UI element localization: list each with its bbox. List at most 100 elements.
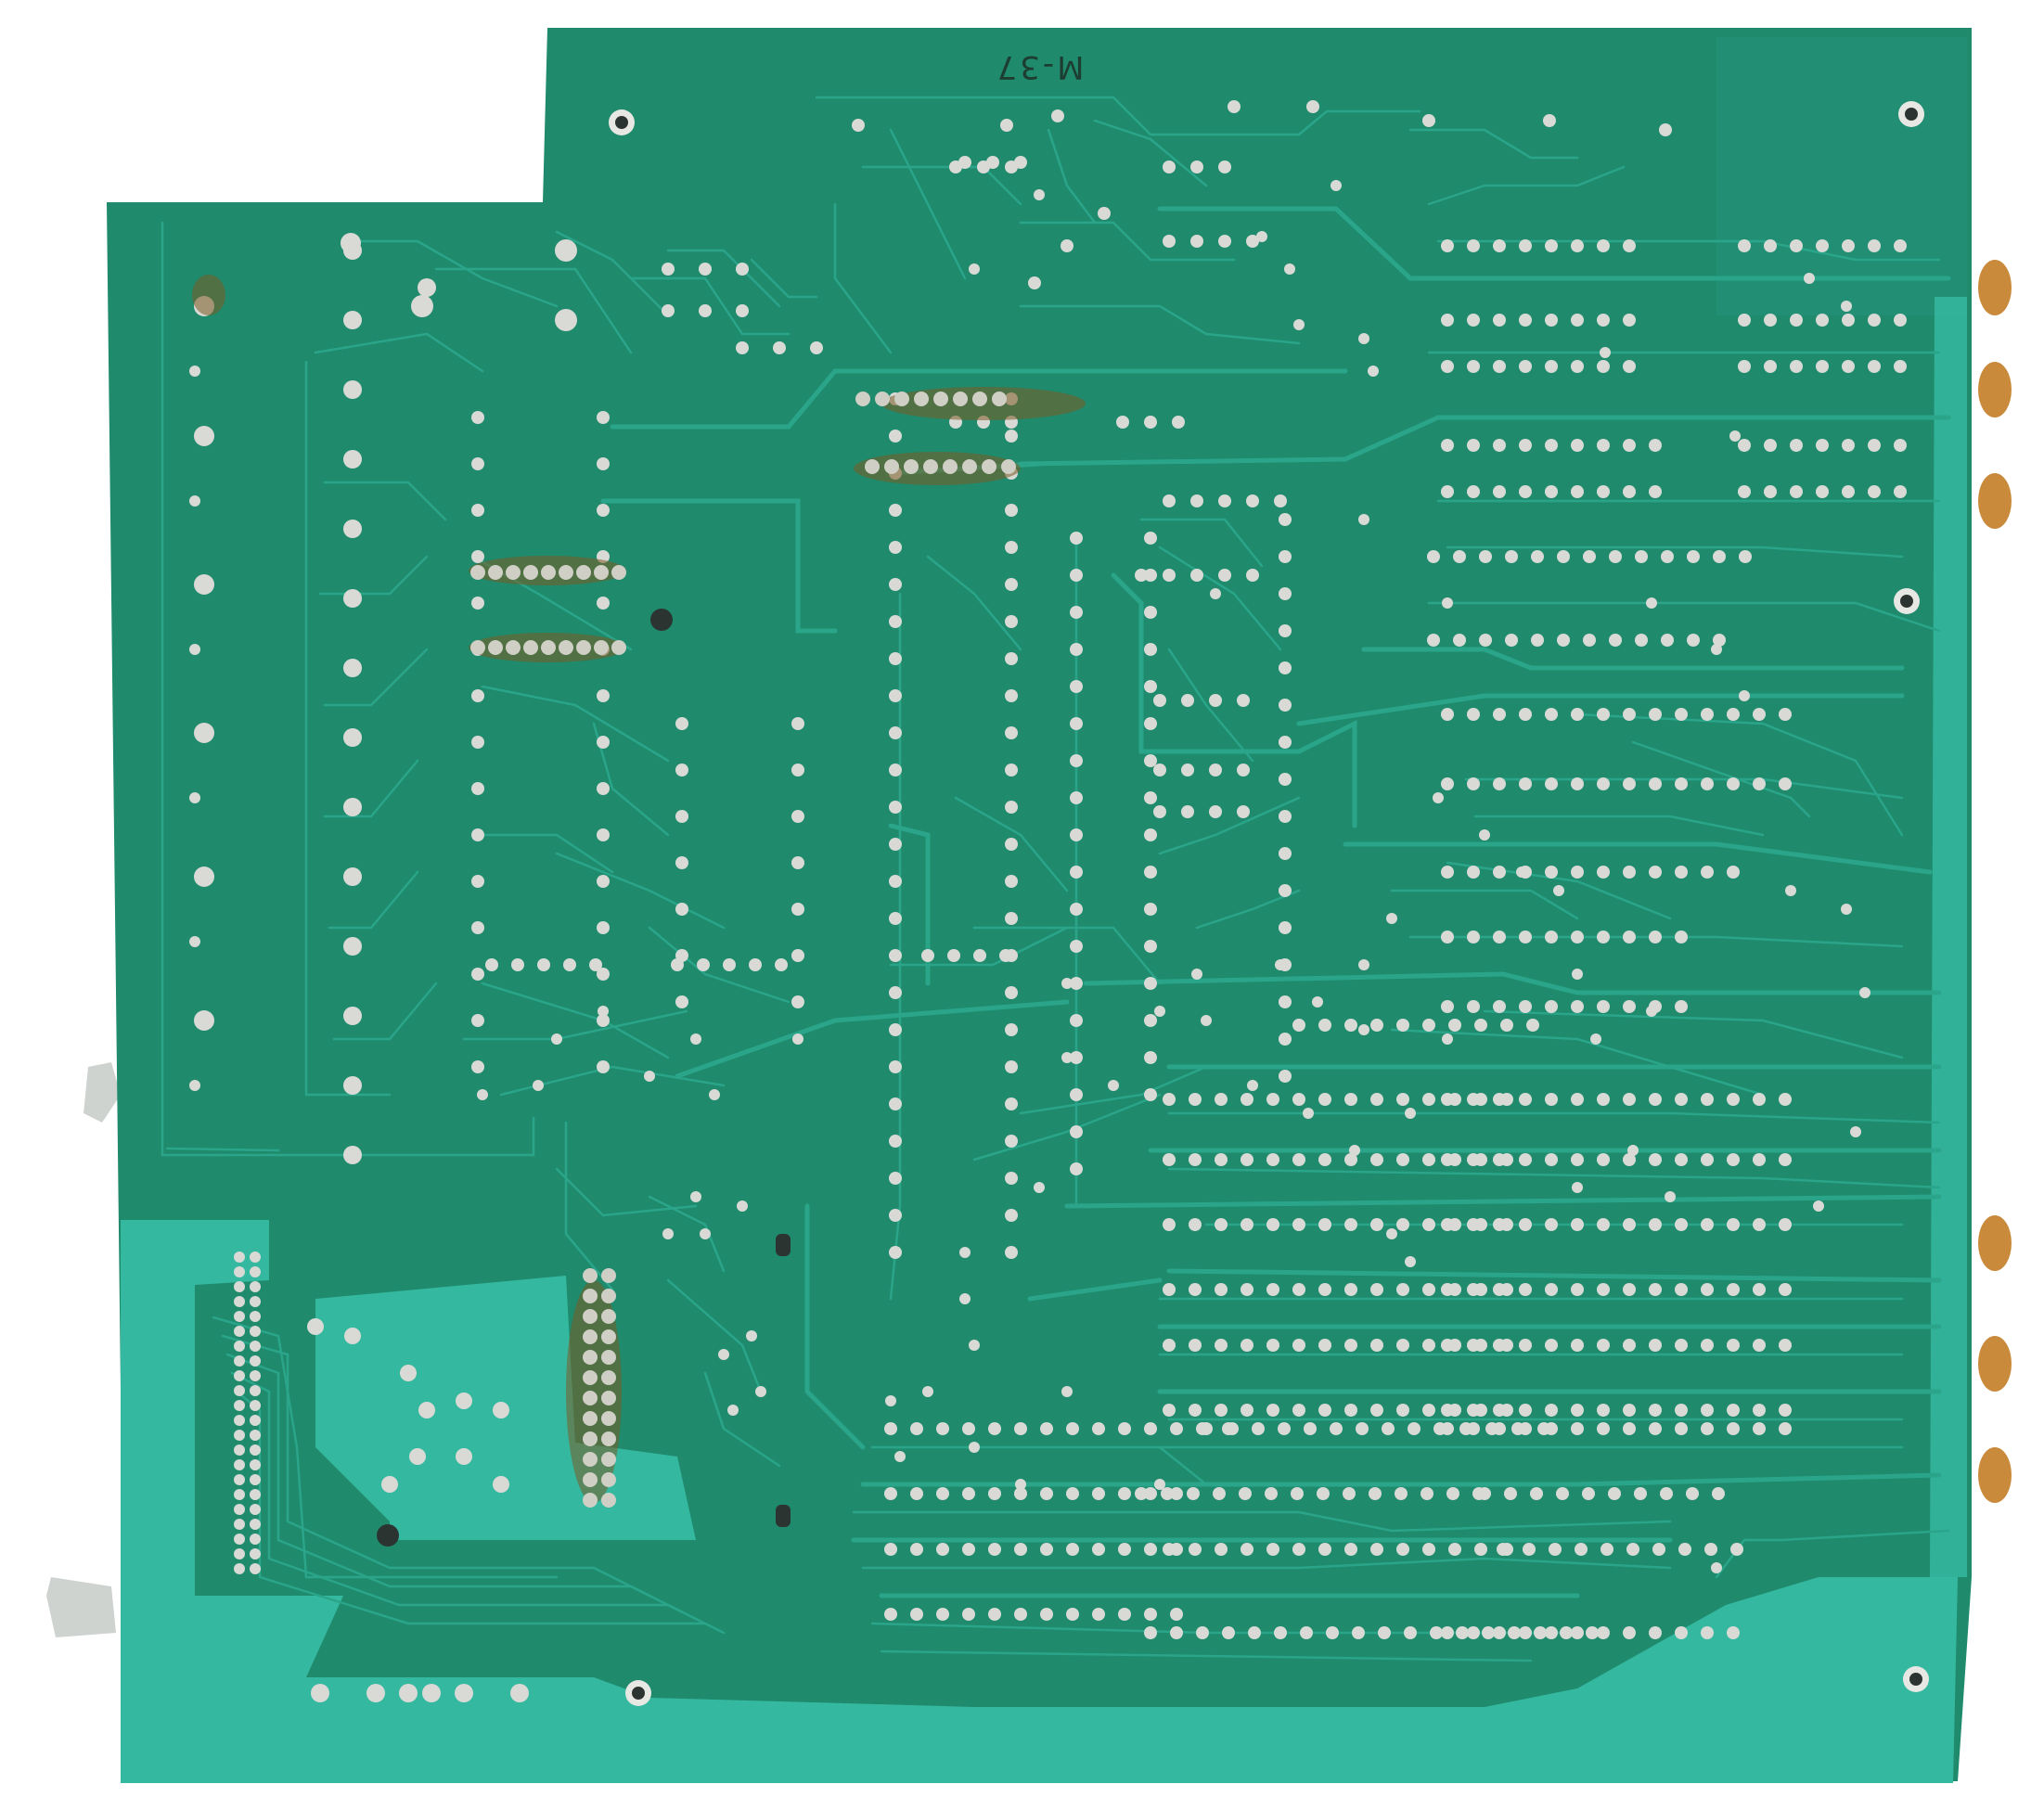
header-pin	[583, 1370, 598, 1385]
solder-pad	[1441, 1404, 1454, 1417]
solder-pad	[1070, 828, 1083, 841]
solder-pad	[1531, 550, 1544, 563]
solder-pad	[1421, 1487, 1433, 1500]
solder-pad	[1571, 1000, 1584, 1013]
solder-pad	[234, 1489, 245, 1500]
header-pin	[875, 391, 890, 406]
solder-pad	[1665, 1191, 1676, 1202]
solder-pad	[889, 1209, 902, 1222]
solder-pad	[947, 949, 960, 962]
solder-pad	[1545, 314, 1558, 327]
solder-pad	[1467, 1000, 1480, 1013]
solder-pad	[1405, 1108, 1416, 1119]
solder-pad	[1279, 699, 1292, 712]
solder-pad	[1170, 1626, 1183, 1639]
solder-pad	[889, 1172, 902, 1185]
solder-pad	[250, 1415, 261, 1426]
solder-pad	[1163, 1543, 1176, 1556]
solder-pad	[736, 304, 749, 317]
solder-pad	[1649, 1283, 1662, 1296]
header-pin	[611, 640, 626, 655]
solder-pad	[1738, 439, 1751, 452]
solder-pad	[311, 1684, 329, 1702]
edge-capacitors	[1978, 260, 2012, 1503]
solder-pad	[1239, 1487, 1252, 1500]
solder-pad	[1306, 100, 1319, 113]
solder-pad	[1441, 314, 1454, 327]
solder-pad	[250, 1311, 261, 1322]
header-pin	[923, 459, 938, 474]
solder-pad	[1358, 959, 1369, 970]
solder-pad	[1545, 866, 1558, 879]
solder-pad	[773, 341, 786, 354]
solder-pad	[1181, 694, 1194, 707]
solder-pad	[1144, 532, 1157, 545]
solder-pad	[234, 1281, 245, 1292]
solder-pad	[471, 1014, 484, 1027]
header-pin	[523, 640, 538, 655]
solder-pad	[250, 1548, 261, 1560]
solder-pad	[471, 457, 484, 470]
solder-pad	[1408, 1422, 1421, 1435]
solder-pad	[1701, 1404, 1714, 1417]
solder-pad	[1467, 439, 1480, 452]
header-pin	[488, 640, 503, 655]
solder-pad	[1597, 239, 1610, 252]
solder-pad	[958, 156, 971, 169]
header-pin	[601, 1431, 616, 1446]
solder-pad	[1842, 360, 1855, 373]
header-pin	[506, 565, 521, 580]
solder-pad	[1292, 1404, 1305, 1417]
solder-pad	[1066, 1608, 1079, 1621]
solder-pad	[1894, 314, 1907, 327]
solder-pad	[852, 119, 865, 132]
solder-pad	[1727, 1626, 1740, 1639]
solder-pad	[1571, 485, 1584, 498]
solder-pad	[1687, 634, 1700, 647]
solder-pad	[1014, 1543, 1027, 1556]
solder-pad	[1467, 1218, 1480, 1231]
solder-pad	[471, 736, 484, 749]
solder-pad	[1378, 1626, 1391, 1639]
solder-pad	[1190, 235, 1203, 248]
solder-pad	[250, 1341, 261, 1352]
solder-pad	[1600, 1543, 1613, 1556]
solder-pad	[936, 1422, 949, 1435]
solder-pad	[234, 1534, 245, 1545]
solder-pad	[644, 1071, 655, 1082]
solder-pad	[1070, 903, 1083, 916]
solder-pad	[1508, 1626, 1521, 1639]
solder-pad	[1626, 1543, 1639, 1556]
solder-pad	[1144, 1543, 1157, 1556]
solder-pad	[1163, 494, 1176, 507]
solder-pad	[471, 550, 484, 563]
solder-pad	[1712, 1487, 1725, 1500]
solder-pad	[1370, 1019, 1383, 1032]
solder-pad	[343, 311, 362, 329]
solder-pad	[1675, 1422, 1688, 1435]
solder-pad	[675, 764, 688, 777]
solder-pad	[1597, 777, 1610, 790]
header-pin	[583, 1431, 598, 1446]
solder-pad	[597, 1014, 610, 1027]
solder-pad	[366, 1684, 385, 1702]
solder-pad	[1070, 1162, 1083, 1175]
solder-pad	[1241, 1543, 1253, 1556]
solder-pad	[1005, 652, 1018, 665]
solder-pad	[1609, 634, 1622, 647]
solder-pad	[1545, 1422, 1558, 1435]
solder-pad	[1405, 1256, 1416, 1267]
solder-pad	[1051, 109, 1064, 122]
solder-pad	[1753, 1339, 1766, 1352]
solder-pad	[1070, 680, 1083, 693]
solder-pad	[1557, 634, 1570, 647]
solder-pad	[1597, 1283, 1610, 1296]
solder-pad	[1493, 1218, 1506, 1231]
solder-pad	[1713, 634, 1726, 647]
solder-pad	[736, 341, 749, 354]
solder-pad	[1467, 1404, 1480, 1417]
solder-pad	[343, 589, 362, 608]
left-tab-top	[84, 1062, 121, 1123]
solder-pad	[1842, 439, 1855, 452]
